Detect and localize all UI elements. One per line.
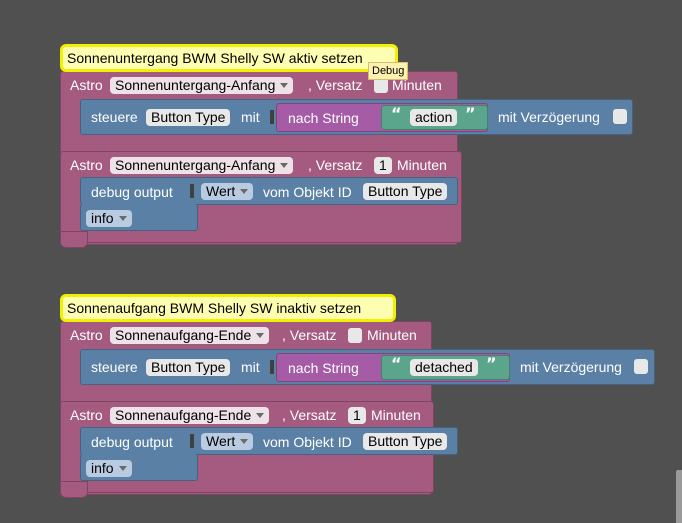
with-label: mit xyxy=(241,109,260,125)
chevron-down-icon xyxy=(118,216,127,221)
control-label: steuere xyxy=(91,109,138,125)
chevron-down-icon xyxy=(256,413,265,418)
debug-label: debug output xyxy=(91,434,173,450)
dropdown-value: info xyxy=(91,210,114,226)
unit-label: Minuten xyxy=(371,407,421,423)
delay-label: mit Verzögerung xyxy=(520,359,622,375)
versatz-label: , Versatz xyxy=(308,157,363,173)
astro-label: Astro xyxy=(70,407,103,423)
from-object-label: vom Objekt ID xyxy=(263,184,352,200)
chevron-down-icon xyxy=(240,439,249,444)
input-socket xyxy=(190,184,194,198)
astro-block-foot xyxy=(60,481,88,498)
astro-label: Astro xyxy=(70,327,103,343)
chevron-down-icon xyxy=(240,189,249,194)
astro-event-dropdown[interactable]: Sonnenuntergang-Anfang xyxy=(110,77,294,94)
chevron-down-icon xyxy=(280,83,289,88)
dropdown-value: info xyxy=(91,460,114,476)
input-socket xyxy=(270,110,274,124)
dropdown-value: Wert xyxy=(206,433,236,449)
delay-label: mit Verzögerung xyxy=(498,109,600,125)
with-label: mit xyxy=(241,359,260,375)
comment-label[interactable]: Sonnenaufgang BWM Shelly SW inaktiv setz… xyxy=(60,294,396,322)
versatz-label: , Versatz xyxy=(282,327,337,343)
unit-label: Minuten xyxy=(392,77,442,93)
astro-block-foot xyxy=(60,231,88,248)
unit-label: Minuten xyxy=(367,327,417,343)
quote-close-icon: ” xyxy=(465,104,476,123)
dropdown-value: Sonnenaufgang-Ende xyxy=(115,327,252,343)
object-id-field[interactable]: Button Type xyxy=(363,183,448,200)
chevron-down-icon xyxy=(280,163,289,168)
quote-open-icon: “ xyxy=(391,104,402,123)
text-value-field[interactable]: action xyxy=(410,109,458,126)
dropdown-value: Sonnenuntergang-Anfang xyxy=(115,157,276,173)
offset-field[interactable]: 1 xyxy=(348,407,366,424)
to-string-label: nach String xyxy=(288,110,359,126)
versatz-label: , Versatz xyxy=(282,407,337,423)
value-dropdown[interactable]: Wert xyxy=(201,183,254,200)
offset-field[interactable]: 1 xyxy=(374,157,392,174)
to-string-label: nach String xyxy=(288,360,359,376)
value-dropdown[interactable]: Wert xyxy=(201,433,254,450)
input-socket xyxy=(270,360,274,374)
log-level-dropdown[interactable]: info xyxy=(86,460,132,477)
text-value-field[interactable]: detached xyxy=(410,359,478,376)
debug-tooltip: Debug xyxy=(368,62,409,80)
quote-close-icon: ” xyxy=(486,354,497,373)
astro-event-dropdown[interactable]: Sonnenuntergang-Anfang xyxy=(110,157,294,174)
delay-checkbox[interactable] xyxy=(634,359,648,374)
chevron-down-icon xyxy=(118,466,127,471)
log-level-dropdown[interactable]: info xyxy=(86,210,132,227)
comment-label[interactable]: Sonnenuntergang BWM Shelly SW aktiv setz… xyxy=(60,44,398,72)
object-id-field[interactable]: Button Type xyxy=(146,109,231,126)
object-id-field[interactable]: Button Type xyxy=(363,433,448,450)
input-socket xyxy=(190,434,194,448)
offset-field[interactable] xyxy=(374,78,388,93)
delay-checkbox[interactable] xyxy=(613,109,627,124)
chevron-down-icon xyxy=(256,333,265,338)
dropdown-value: Sonnenuntergang-Anfang xyxy=(115,77,276,93)
astro-event-dropdown[interactable]: Sonnenaufgang-Ende xyxy=(110,327,270,344)
unit-label: Minuten xyxy=(397,157,447,173)
versatz-label: , Versatz xyxy=(308,77,363,93)
offset-field[interactable] xyxy=(348,328,362,343)
object-id-field[interactable]: Button Type xyxy=(146,359,231,376)
astro-label: Astro xyxy=(70,157,103,173)
dropdown-value: Wert xyxy=(206,183,236,199)
astro-label: Astro xyxy=(70,77,103,93)
astro-event-dropdown[interactable]: Sonnenaufgang-Ende xyxy=(110,407,270,424)
quote-open-icon: “ xyxy=(391,354,402,373)
dropdown-value: Sonnenaufgang-Ende xyxy=(115,407,252,423)
control-label: steuere xyxy=(91,359,138,375)
scrollbar[interactable] xyxy=(676,470,682,523)
debug-label: debug output xyxy=(91,184,173,200)
from-object-label: vom Objekt ID xyxy=(263,434,352,450)
